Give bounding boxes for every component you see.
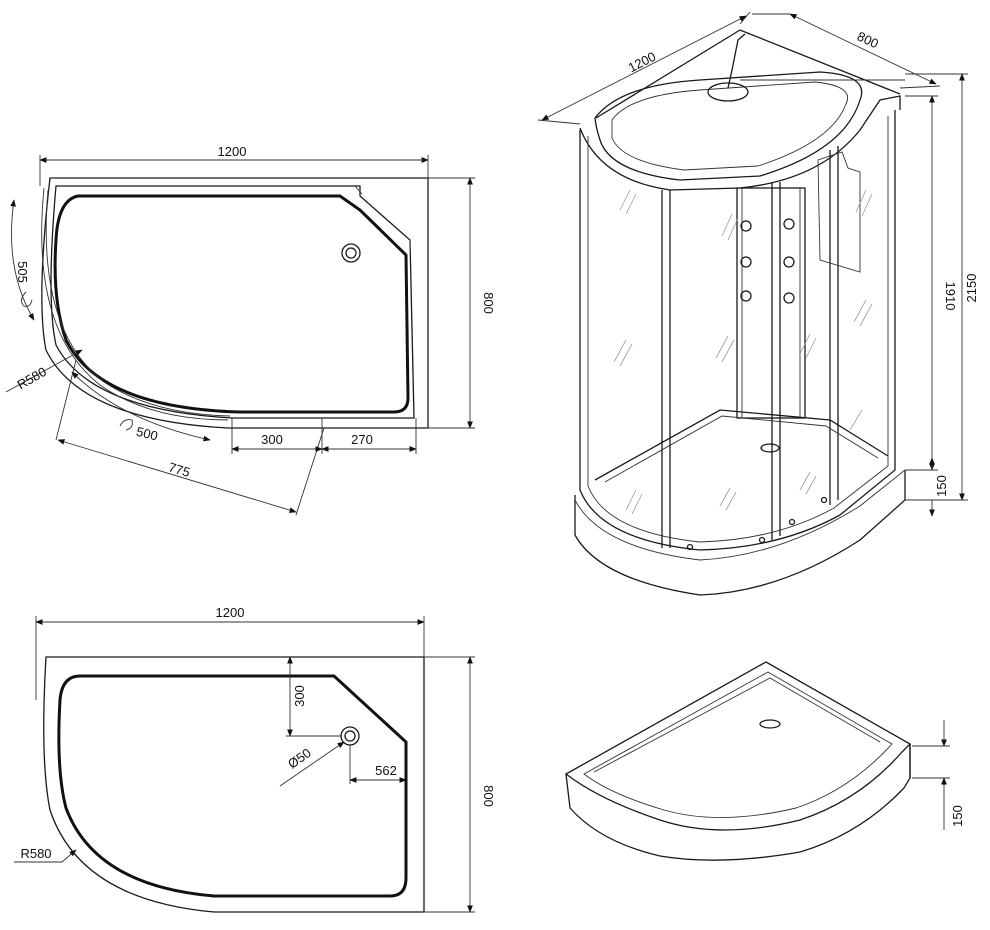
cabin-drain-outer (341, 243, 361, 263)
tray-drain-offset-x-label: 562 (375, 763, 397, 778)
cabin-radius-label: R580 (15, 364, 49, 393)
cabin-plan-view: 1200 800 505 R580 500 775 300 270 (5, 144, 496, 516)
tray-plan-view: 1200 800 300 Ø50 562 R580 (14, 605, 496, 913)
cabin-side-arc-label: 505 (15, 261, 30, 283)
iso-depth-label: 800 (855, 29, 881, 52)
cabin-roof (579, 95, 901, 191)
tray-iso-height-label: 150 (950, 805, 965, 827)
tray-depth-label: 800 (481, 785, 496, 807)
cabin-inner-rail (50, 185, 415, 419)
cabin-side-panel-label: 270 (351, 432, 373, 447)
iso-tray-height-label: 150 (934, 475, 949, 497)
cabin-isometric-view: 1200 800 2150 1910 150 (537, 11, 979, 596)
cabin-outer-frame (41, 177, 429, 429)
cabin-front-glass (579, 110, 896, 551)
cabin-door-opening-label: 300 (261, 432, 283, 447)
cabin-tray-outline (53, 194, 410, 414)
iso-cabin-height-label: 1910 (943, 282, 958, 311)
cabin-front-arc-label: 500 (135, 424, 160, 444)
iso-width-label: 1200 (626, 49, 659, 75)
cabin-tray-base (574, 470, 906, 596)
tray-drain-offset-y-label: 300 (292, 685, 307, 707)
cabin-drain-inner (345, 247, 357, 259)
cabin-width-label: 1200 (218, 144, 247, 159)
tray-drain-inner (344, 730, 356, 742)
iso-total-height-label: 2150 (964, 274, 979, 303)
tray-outer-outline (43, 656, 425, 913)
cabin-diagonal-label: 775 (167, 459, 192, 480)
cabin-curved-door-2 (45, 189, 231, 417)
tray-drain-diameter-label: Ø50 (285, 745, 314, 771)
tray-iso-top (564, 661, 912, 831)
tray-iso-base (565, 744, 911, 861)
tray-width-label: 1200 (216, 605, 245, 620)
cabin-depth-label: 800 (481, 292, 496, 314)
tray-radius-label: R580 (20, 846, 51, 861)
tray-inner-outline (57, 674, 408, 898)
tray-isometric-view: 150 (564, 661, 965, 861)
